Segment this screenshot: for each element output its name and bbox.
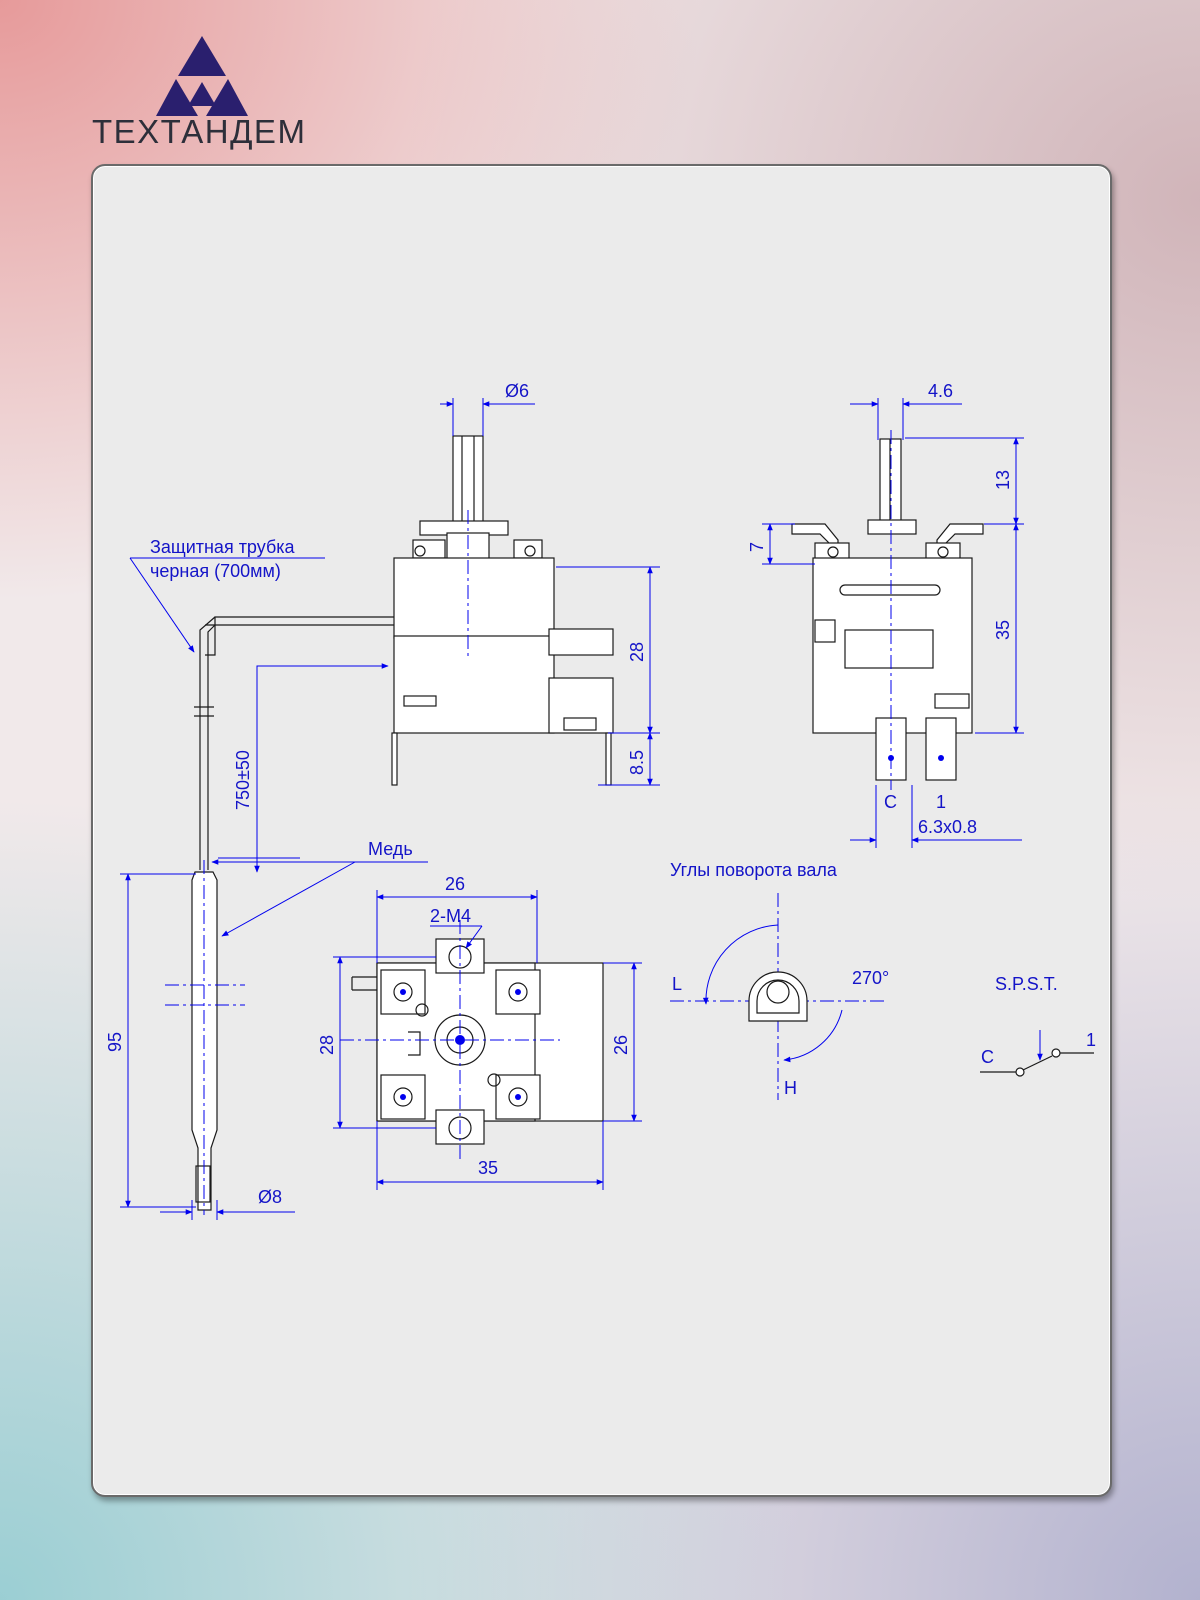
front-view-dimensions: Ø6 28 8.5 750±50 95 Ø8 Защитная трубка ч… (105, 381, 660, 1220)
switch-symbol: S.P.S.T. C 1 (980, 974, 1096, 1077)
rotation-label-right: H (784, 1078, 797, 1098)
top-view-dimensions: 26 2-M4 28 26 35 (317, 874, 642, 1190)
dim-bulb-length: 95 (105, 1032, 125, 1052)
dim-body-height-front: 28 (627, 642, 647, 662)
switch-label-common: C (981, 1047, 994, 1067)
logo-triangles-icon (156, 36, 248, 116)
note-protective-tube-line1: Защитная трубка (150, 537, 296, 557)
note-protective-tube-line2: черная (700мм) (150, 561, 281, 581)
dim-top-height-right: 26 (611, 1035, 631, 1055)
rotation-title: Углы поворота вала (670, 860, 838, 880)
dim-top-width: 26 (445, 874, 465, 894)
dim-capillary-length: 750±50 (233, 750, 253, 810)
front-view (165, 435, 614, 1215)
terminal-label-one: 1 (936, 792, 946, 812)
dim-shaft-height: 13 (993, 470, 1013, 490)
dim-mount-holes: 2-M4 (430, 906, 471, 926)
dim-shaft-diameter: Ø6 (505, 381, 529, 401)
switch-type-label: S.P.S.T. (995, 974, 1058, 994)
dim-body-height-side: 35 (993, 620, 1013, 640)
rotation-label-left: L (672, 974, 682, 994)
drawing-panel (91, 164, 1112, 1497)
terminal-label-common: C (884, 792, 897, 812)
rotation-angles-diagram: Углы поворота вала L 270° H (670, 860, 889, 1100)
brand-name: ТЕХТАНДЕМ (92, 113, 307, 150)
dim-terminal-length: 8.5 (627, 750, 647, 775)
switch-label-one: 1 (1086, 1030, 1096, 1050)
dim-top-length: 35 (478, 1158, 498, 1178)
side-view-dimensions: 4.6 13 35 7 C 1 6.3x0.8 (747, 381, 1024, 848)
dim-bulb-diameter: Ø8 (258, 1187, 282, 1207)
side-view (791, 430, 984, 790)
brand-logo: ТЕХТАНДЕМ (92, 36, 322, 156)
dim-terminal-size: 6.3x0.8 (918, 817, 977, 837)
top-view (340, 920, 604, 1160)
rotation-angle: 270° (852, 968, 889, 988)
dim-top-height-left: 28 (317, 1035, 337, 1055)
dim-bracket-height: 7 (747, 542, 767, 552)
dim-shaft-width: 4.6 (928, 381, 953, 401)
note-copper: Медь (368, 839, 413, 859)
